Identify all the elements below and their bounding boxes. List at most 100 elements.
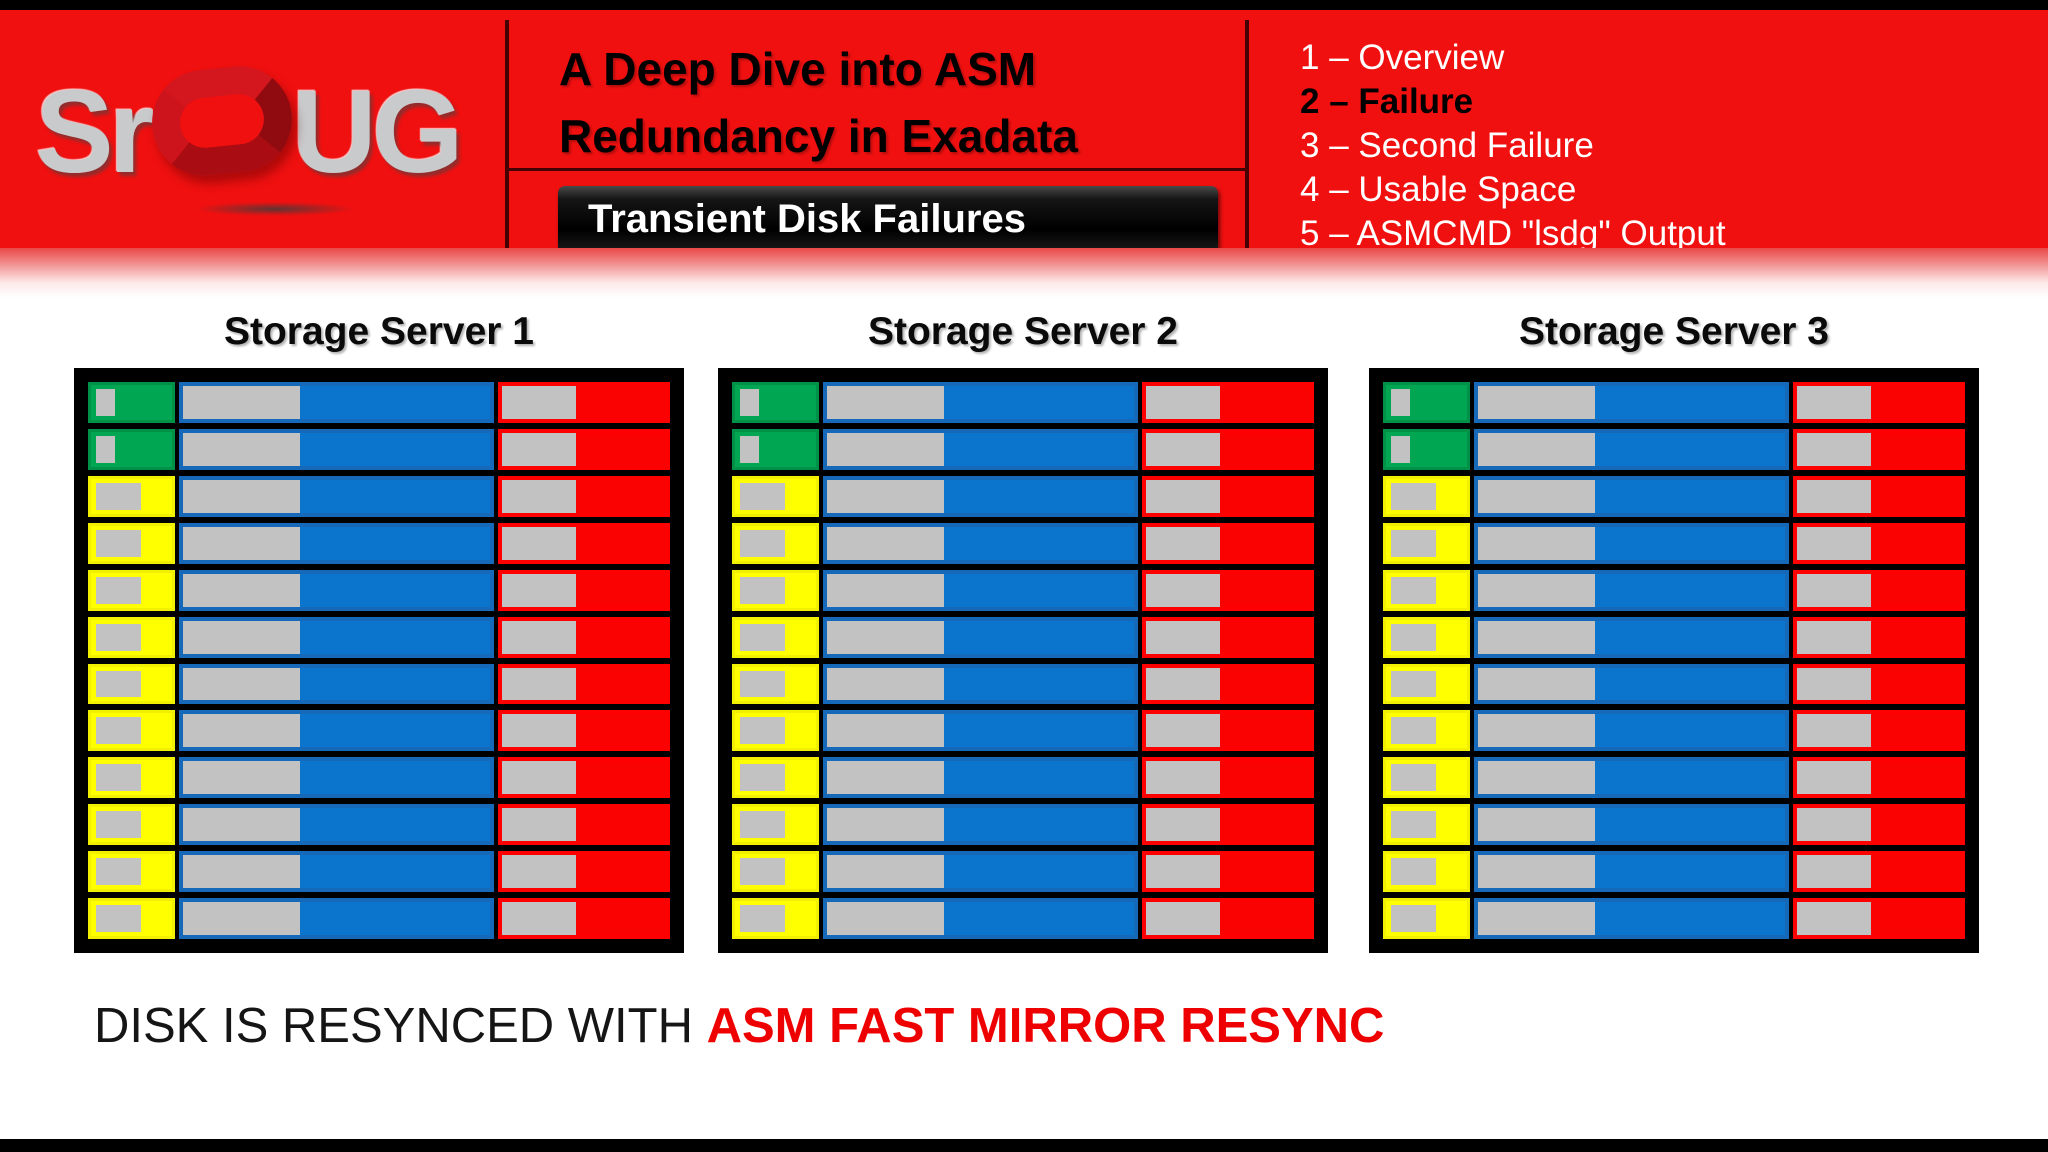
gray-extent-overlay	[740, 717, 785, 745]
disk-row	[88, 428, 670, 470]
header-reflection	[0, 248, 2048, 298]
gray-extent-overlay	[1146, 573, 1220, 607]
gray-extent-overlay	[1146, 386, 1220, 419]
gray-extent-overlay	[1797, 902, 1871, 936]
disk-row	[88, 616, 670, 658]
disk-extent-resyncing	[732, 757, 819, 799]
logo-text-ug: UG	[291, 66, 464, 198]
gray-extent-overlay	[1797, 573, 1871, 607]
disk-row	[88, 804, 670, 846]
gray-extent-overlay	[502, 714, 576, 748]
disk-extent-resyncing	[1383, 663, 1470, 705]
disk-extent-resyncing	[1383, 804, 1470, 846]
disk-extent-primary	[1474, 804, 1789, 846]
gray-extent-overlay	[1478, 432, 1595, 466]
disk-extent-synced	[1383, 428, 1470, 470]
gray-extent-overlay	[183, 573, 300, 607]
disk-extent-primary	[179, 710, 494, 752]
gray-extent-overlay	[1797, 432, 1871, 466]
section-title-box: Transient Disk Failures	[558, 186, 1218, 253]
gray-extent-overlay	[183, 855, 300, 889]
gray-extent-overlay	[1146, 479, 1220, 513]
disk-extent-resyncing	[88, 616, 175, 658]
disk-row	[732, 428, 1314, 470]
gray-extent-overlay	[1146, 855, 1220, 889]
gray-extent-overlay	[1146, 714, 1220, 748]
disk-extent-mirror	[498, 710, 670, 752]
disk-extent-mirror	[498, 522, 670, 564]
disk-extent-mirror	[1793, 898, 1965, 940]
gray-extent-overlay	[827, 667, 944, 701]
disk-row	[732, 522, 1314, 564]
gray-extent-overlay	[502, 667, 576, 701]
gray-extent-overlay	[740, 482, 785, 510]
storage-server-1: Storage Server 1	[74, 310, 684, 953]
storage-server-3-title: Storage Server 3	[1518, 310, 1829, 353]
gray-extent-overlay	[740, 576, 785, 604]
gray-extent-overlay	[1797, 667, 1871, 701]
gray-extent-overlay	[827, 808, 944, 842]
disk-extent-primary	[823, 898, 1138, 940]
gray-extent-overlay	[1478, 714, 1595, 748]
gray-extent-overlay	[1391, 905, 1436, 933]
disk-extent-primary	[1474, 757, 1789, 799]
gray-extent-overlay	[1391, 811, 1436, 839]
disk-extent-primary	[1474, 851, 1789, 893]
gray-extent-overlay	[1478, 667, 1595, 701]
gray-extent-overlay	[1797, 714, 1871, 748]
bottom-black-bar	[0, 1139, 2048, 1152]
gray-extent-overlay	[740, 435, 760, 463]
logo-shadow	[195, 202, 355, 216]
disk-extent-mirror	[498, 616, 670, 658]
gray-extent-overlay	[1478, 902, 1595, 936]
disk-extent-primary	[179, 522, 494, 564]
disk-extent-synced	[88, 428, 175, 470]
disk-extent-primary	[823, 757, 1138, 799]
gray-extent-overlay	[740, 389, 760, 416]
disk-extent-mirror	[1793, 757, 1965, 799]
gray-extent-overlay	[1146, 902, 1220, 936]
disk-row	[1383, 569, 1965, 611]
gray-extent-overlay	[1146, 432, 1220, 466]
gray-extent-overlay	[1478, 573, 1595, 607]
disk-extent-mirror	[498, 851, 670, 893]
gray-extent-overlay	[740, 764, 785, 792]
disk-row	[88, 663, 670, 705]
gray-extent-overlay	[502, 573, 576, 607]
disk-extent-primary	[179, 757, 494, 799]
storage-server-3-diskbox	[1369, 368, 1979, 953]
disk-extent-resyncing	[732, 663, 819, 705]
gray-extent-overlay	[502, 432, 576, 466]
disk-row	[1383, 382, 1965, 423]
gray-extent-overlay	[740, 905, 785, 933]
gray-extent-overlay	[1391, 858, 1436, 886]
header-divider-vertical-1	[505, 20, 509, 258]
disk-extent-mirror	[1142, 428, 1314, 470]
disk-extent-primary	[1474, 898, 1789, 940]
gray-extent-overlay	[502, 855, 576, 889]
gray-extent-overlay	[1391, 623, 1436, 651]
gray-extent-overlay	[1478, 526, 1595, 560]
gray-extent-overlay	[1478, 386, 1595, 419]
gray-extent-overlay	[502, 808, 576, 842]
disk-extent-mirror	[498, 804, 670, 846]
caption: DISK IS RESYNCED WITH ASM FAST MIRROR RE…	[94, 998, 1384, 1054]
disk-extent-primary	[179, 663, 494, 705]
storage-server-2: Storage Server 2	[718, 310, 1328, 953]
gray-extent-overlay	[183, 432, 300, 466]
disk-extent-resyncing	[1383, 898, 1470, 940]
disk-extent-mirror	[1793, 382, 1965, 423]
gray-extent-overlay	[740, 858, 785, 886]
disk-extent-mirror	[1142, 382, 1314, 423]
gray-extent-overlay	[1391, 389, 1411, 416]
disk-extent-primary	[823, 851, 1138, 893]
gray-extent-overlay	[740, 529, 785, 557]
disk-extent-primary	[823, 428, 1138, 470]
agenda-menu: 1 – Overview 2 – Failure 3 – Second Fail…	[1300, 36, 1726, 256]
disk-extent-primary	[1474, 475, 1789, 517]
disk-row	[1383, 428, 1965, 470]
disk-row	[732, 804, 1314, 846]
gray-extent-overlay	[1478, 479, 1595, 513]
gray-extent-overlay	[740, 670, 785, 698]
